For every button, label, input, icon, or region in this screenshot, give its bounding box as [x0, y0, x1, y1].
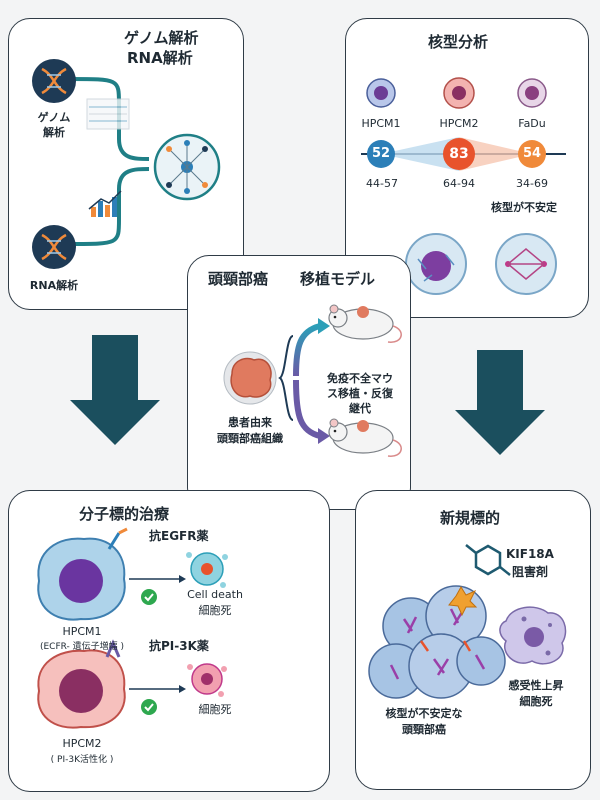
genome-node-label-2: 解析: [43, 126, 65, 139]
check-icon-1: [141, 589, 157, 605]
cell2-note: ( PI-3K活性化 ): [50, 755, 114, 765]
inhibitor-label-1: KIF18A: [506, 547, 554, 561]
result-label-2: 細胞死: [519, 695, 553, 708]
drug2-label: 抗PI-3K薬: [149, 639, 209, 653]
unstable-cell-icon-right: [495, 233, 557, 295]
data-table-icon: [86, 98, 130, 130]
karyotype-panel: 核型分析 HPCM1 H: [345, 18, 589, 318]
novel-title: 新規標的: [440, 509, 501, 527]
unstable-tumor-cluster-icon: [368, 585, 506, 699]
molecular-title: 分子標的治療: [79, 505, 170, 523]
karyo-line-name: FaDu: [518, 117, 546, 130]
genome-title-line1: ゲノム解析: [124, 29, 199, 47]
tumor-tissue-icon: [223, 351, 277, 405]
novel-target-panel: 新規標的 KIF18A 阻害剤: [355, 490, 591, 790]
mouse-icon-top: [328, 304, 402, 343]
dying-cell-icon-2: [187, 663, 227, 697]
network-hub-icon: [153, 133, 221, 201]
dying-cell-icon: [499, 606, 567, 665]
passage-label-2: ス移植・反復: [327, 387, 393, 400]
inhibitor-label-2: 阻害剤: [512, 565, 549, 579]
karyo-range: 64-94: [443, 177, 475, 190]
down-arrow-left: [70, 335, 160, 445]
karyo-range: 34-69: [516, 177, 548, 190]
genome-analysis-panel: ゲノム解析 RNA解析: [8, 18, 244, 310]
tissue-label-2: 頭頸部癌組織: [217, 432, 283, 445]
karyo-line-name: HPCM1: [361, 117, 401, 130]
mouse-icon-bottom: [328, 418, 402, 457]
down-arrow-right: [455, 350, 545, 455]
cell1-name: HPCM1: [62, 625, 102, 638]
cell2-death-label: 細胞死: [198, 703, 232, 716]
center-title-right: 移植モデル: [300, 270, 376, 288]
unstable-cell-icon-left: [405, 233, 467, 295]
hpcm2-cell-icon: [37, 639, 126, 729]
cell1-note: (ECFR- 遺伝子増幅 ): [39, 642, 125, 652]
check-icon-2: [141, 699, 157, 715]
genome-flow-diagram: [32, 59, 221, 269]
tissue-label-1: 患者由来: [228, 416, 272, 429]
modal-number-badge: 83: [443, 138, 475, 170]
genome-title-line2: RNA解析: [127, 49, 193, 67]
dying-cell-icon-1: [186, 552, 228, 588]
cell-icon-fadu: [517, 78, 547, 108]
dna-icon-bottom: [32, 225, 76, 269]
hpcm1-cell-icon: [37, 527, 128, 621]
cell1-death-label: 細胞死: [198, 604, 232, 617]
karyo-range: 44-57: [366, 177, 398, 190]
passage-label-3: 継代: [349, 402, 371, 415]
karyotype-title: 核型分析: [428, 33, 489, 51]
center-title-left: 頭頸部癌: [208, 270, 269, 288]
result-label-1: 感受性上昇: [508, 679, 564, 692]
inhibitor-burst-icon: [448, 586, 478, 617]
cell2-name: HPCM2: [62, 737, 102, 750]
xenograft-model-panel: 頭頸部癌 移植モデル: [187, 255, 411, 510]
modal-number-badge: 52: [367, 140, 395, 168]
targeted-therapy-panel: 分子標的治療 抗EGFR薬 抗PI-3K薬: [8, 490, 330, 792]
karyo-line-name: HPCM2: [439, 117, 479, 130]
cell-icon-hpcm1: [366, 78, 396, 108]
tumor-label-2: 頭頸部癌: [402, 723, 446, 736]
dna-icon-top: [32, 59, 76, 103]
therapy-diagram: [37, 527, 228, 729]
genome-node-label-1: ゲノム: [37, 111, 71, 124]
unstable-karyotype-label: 核型が不安定: [491, 201, 557, 214]
modal-number-badge: 54: [518, 140, 546, 168]
xenograft-diagram: [223, 304, 402, 457]
cell1-death-label-en: Cell death: [187, 588, 243, 601]
novel-target-diagram: [368, 544, 567, 699]
rna-node-label: RNA解析: [29, 279, 79, 292]
tumor-label-1: 核型が不安定な: [385, 707, 463, 720]
drug1-label: 抗EGFR薬: [149, 529, 209, 543]
molecule-icon: [465, 544, 511, 576]
passage-label-1: 免疫不全マウ: [327, 372, 393, 385]
cell-icon-hpcm2: [443, 77, 475, 109]
bar-chart-icon: [88, 190, 122, 217]
